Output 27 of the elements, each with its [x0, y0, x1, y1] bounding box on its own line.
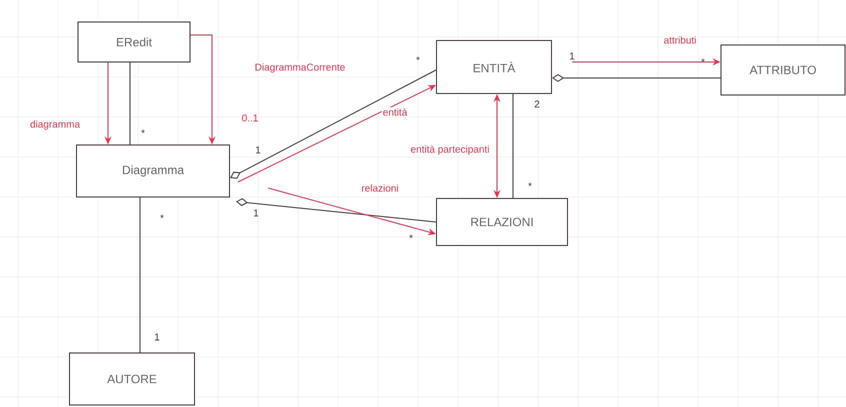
association-line — [236, 198, 436, 222]
association-line — [230, 70, 436, 179]
multiplicity-label: 0..1 — [242, 114, 258, 122]
edge-label: DiagrammaCorrente — [254, 62, 346, 74]
class-box: ENTITÀ — [436, 40, 552, 94]
edge-label: entità — [382, 107, 408, 117]
class-box: RELAZIONI — [436, 198, 568, 246]
edge-label: relazioni — [360, 183, 400, 193]
multiplicity-label: 1 — [254, 210, 258, 216]
multiplicity-label: 1 — [155, 334, 160, 340]
multiplicity-label: * — [528, 182, 532, 186]
multiplicity-label: * — [409, 234, 413, 238]
edge-label: attributi — [662, 35, 698, 45]
class-box: ATTRIBUTO — [720, 44, 846, 96]
multiplicity-label: * — [160, 214, 164, 218]
association-line — [552, 74, 721, 82]
class-box: AUTORE — [69, 352, 195, 406]
multiplicity-label: * — [701, 58, 705, 62]
multiplicity-label: 1 — [256, 146, 260, 154]
edge-label: entità partecipanti — [410, 144, 490, 156]
class-box: ERedit — [78, 22, 190, 62]
multiplicity-label: * — [416, 56, 420, 60]
association-line — [512, 94, 514, 198]
edge-label: diagramma — [29, 119, 81, 131]
class-box: Diagramma — [76, 144, 230, 198]
multiplicity-label: * — [141, 130, 145, 134]
multiplicity-label: 1 — [570, 52, 574, 60]
